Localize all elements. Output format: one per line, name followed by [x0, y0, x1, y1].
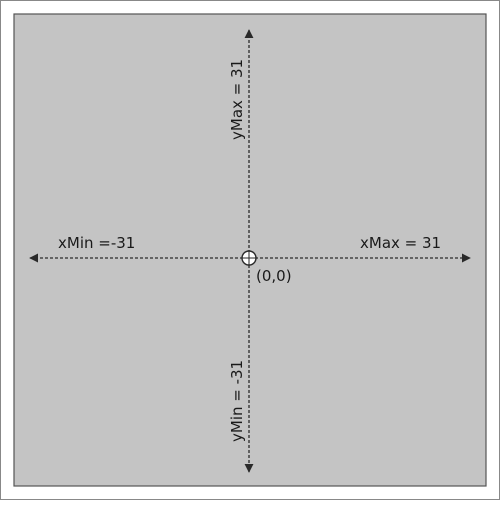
y-max-label: yMax = 31: [228, 59, 246, 140]
y-min-label: yMin = -31: [228, 360, 246, 442]
origin-label: (0,0): [256, 267, 292, 285]
x-min-label: xMin =-31: [58, 234, 135, 252]
x-max-label: xMax = 31: [360, 234, 441, 252]
origin-marker: [241, 250, 257, 266]
